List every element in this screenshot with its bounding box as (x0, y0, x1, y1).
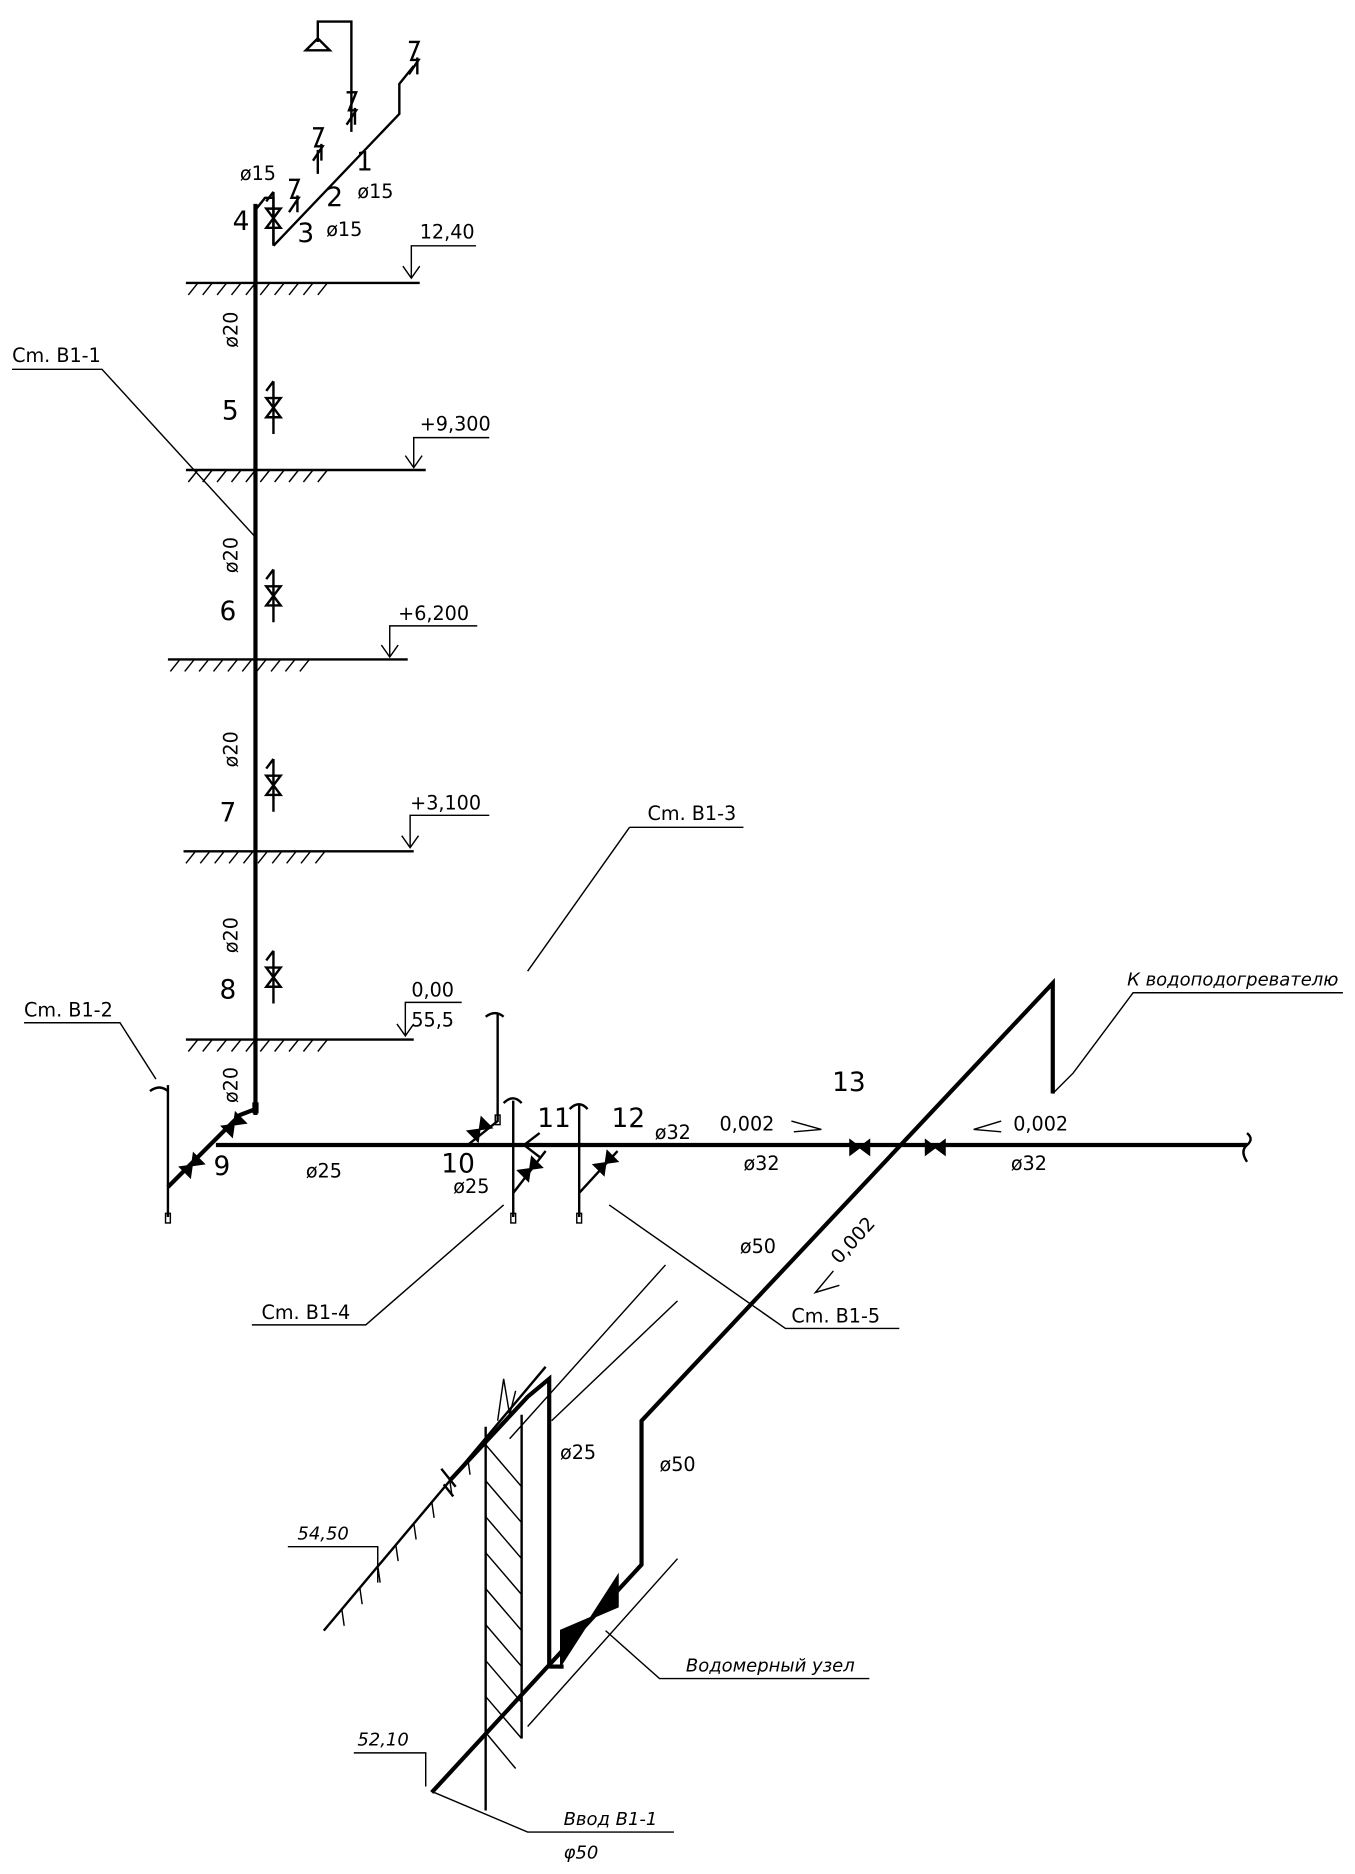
inlet-diameter-label: φ50 (564, 1842, 599, 1863)
node-label: 11 (537, 1104, 571, 1134)
label: ø25 (453, 1175, 489, 1198)
node-label: 6 (219, 597, 236, 627)
node-label: 9 (213, 1152, 230, 1182)
inlet-label: Ввод B1-1 (564, 1809, 658, 1830)
level-label: 12,40 (420, 221, 475, 244)
level-label: +9,300 (420, 412, 491, 435)
tee-arrow-icon (522, 1132, 541, 1158)
label: ø15 (240, 162, 276, 185)
node-label: 7 (219, 798, 236, 828)
label: ø20 (219, 312, 242, 348)
valve-icon (265, 568, 282, 624)
label: ø25 (306, 1159, 342, 1182)
node-label: 5 (222, 397, 239, 427)
label: ø50 (740, 1235, 776, 1258)
valve-icon (265, 949, 282, 1005)
slope-label: 0,002 (826, 1212, 880, 1268)
node-label: 12 (612, 1104, 646, 1134)
level-label: +6,200 (398, 602, 469, 625)
riser-callouts: Cm. B1-1 Cm. B1-2 Cm. B1-3 Cm. B1-4 Cm. … (12, 344, 900, 1330)
node-label: 3 (297, 219, 314, 249)
valve-icon (924, 1139, 946, 1156)
faucet-icon (287, 178, 300, 214)
inlet-pipe: К водоподогревателю ø50 0,002 ø50 (430, 970, 1343, 1794)
label: ø15 (357, 180, 393, 203)
node-label: 13 (832, 1068, 866, 1098)
label: ø20 (219, 537, 242, 573)
node-label: 2 (326, 183, 343, 213)
riser-label: Cm. B1-4 (261, 1301, 350, 1324)
valve-icon (265, 380, 282, 436)
valve-icon (265, 757, 282, 813)
top-fixtures: ø15 1 ø15 2 3 ø15 4 (233, 20, 420, 249)
valve-icon (265, 190, 282, 246)
level-label: 55,5 (411, 1008, 454, 1031)
floor-lines (167, 281, 426, 1053)
label: ø50 (660, 1453, 696, 1476)
label: ø20 (219, 731, 242, 767)
break-icon (1242, 1132, 1252, 1163)
valve-icon (849, 1139, 871, 1156)
meter-label: Водомерный узел (686, 1655, 855, 1676)
level-label: 52,10 (357, 1730, 408, 1751)
label: ø20 (219, 917, 242, 953)
node-label: 1 (356, 147, 373, 177)
riser-label: Cm. B1-5 (791, 1304, 880, 1327)
slope-label: 0,002 (719, 1113, 774, 1136)
label: ø32 (655, 1121, 691, 1144)
shower-head-icon (302, 36, 333, 52)
level-label: +3,100 (410, 791, 481, 814)
label: ø20 (219, 1067, 242, 1103)
node-label: 4 (233, 207, 250, 237)
label: ø15 (326, 218, 362, 241)
riser-label: Cm. B1-2 (24, 999, 113, 1022)
riser-label: Cm. B1-3 (648, 802, 737, 825)
riser-valves: 5 6 7 8 ø20 ø20 ø20 ø20 ø20 (219, 312, 282, 1103)
label: ø32 (743, 1152, 779, 1175)
level-marks: 12,40 +9,300 +6,200 +3,100 0,00 55,5 (380, 221, 491, 1038)
water-meter-icon (560, 1572, 619, 1669)
slope-label: 0,002 (1013, 1113, 1068, 1136)
heater-label: К водоподогревателю (1127, 970, 1338, 991)
building-wall: ø25 Водомерный узел 54,50 52,10 Ввод B1-… (287, 1264, 870, 1863)
level-label: 0,00 (411, 978, 454, 1001)
main-pipe: 9 ø25 10 ø25 11 12 ø32 0,002 ø32 13 0,00… (149, 1011, 1252, 1224)
riser-label: Cm. B1-1 (12, 344, 101, 367)
node-label: 10 (441, 1150, 475, 1180)
label: ø25 (560, 1441, 596, 1464)
level-label: 54,50 (297, 1523, 348, 1544)
label: ø32 (1011, 1152, 1047, 1175)
node-label: 8 (219, 976, 236, 1006)
